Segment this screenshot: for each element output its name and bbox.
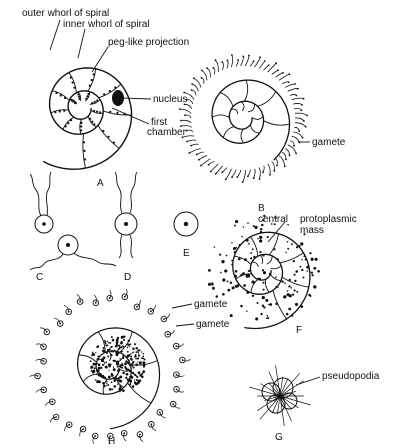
leader-gamete-h2 <box>176 324 194 326</box>
figure-b-test <box>179 54 308 183</box>
caption-f: F <box>296 325 302 336</box>
label-mass: mass <box>300 225 324 236</box>
caption-a: A <box>97 178 104 189</box>
figure-e-gamete <box>174 212 198 236</box>
label-gamete-h2: gamete <box>196 319 230 330</box>
caption-g: G <box>275 432 283 443</box>
figure-a-test <box>17 43 146 172</box>
label-nucleus: nucleus <box>153 94 187 105</box>
spiral-shell-b <box>192 67 294 169</box>
leader-pseudopodia <box>296 377 320 385</box>
label-central: central <box>258 214 288 225</box>
figure-d-gamete <box>115 172 137 258</box>
label-pseudopodia: pseudopodia <box>322 371 380 382</box>
label-outer-whorl: outer whorl of spiral <box>22 8 109 19</box>
spiral-shell-a <box>17 43 146 172</box>
caption-d: D <box>124 272 131 283</box>
label-protoplasmic: protoplasmic <box>300 214 357 225</box>
spiral-shell-h <box>51 309 170 429</box>
caption-h: H <box>108 436 115 447</box>
label-gamete-b: gamete <box>312 137 346 148</box>
caption-e: E <box>183 248 190 259</box>
leader-gamete-h1 <box>172 304 192 308</box>
figure-h-test <box>30 289 191 444</box>
label-chamber: chamber <box>147 127 187 138</box>
figure-g-young <box>249 365 310 426</box>
label-inner-whorl: inner whorl of spiral <box>63 19 150 30</box>
leader-outer-whorl <box>50 20 60 50</box>
caption-c: C <box>36 272 43 283</box>
label-gamete-h1: gamete <box>194 299 228 310</box>
label-peg-projection: peg-like projection <box>108 37 189 48</box>
